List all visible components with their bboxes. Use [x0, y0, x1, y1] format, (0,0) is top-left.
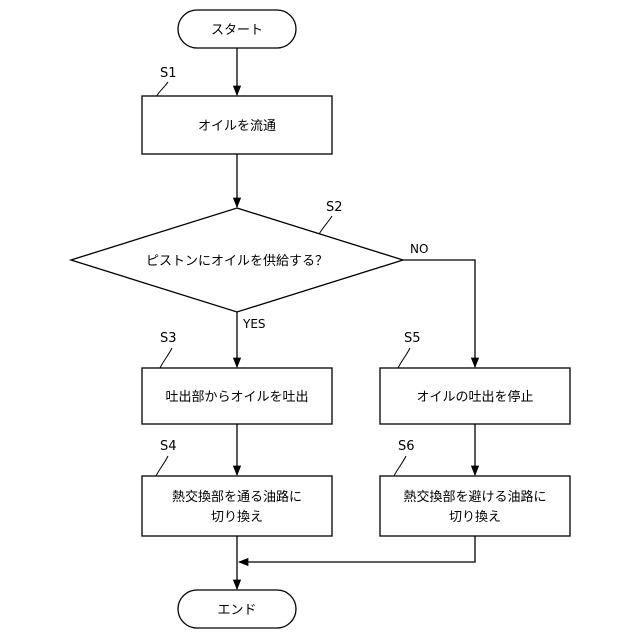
s1-step-label: S1 — [160, 66, 177, 81]
s4-step-label: S4 — [160, 439, 177, 454]
s5-process-box: オイルの吐出を停止 — [380, 368, 570, 424]
no-branch-label: NO — [410, 242, 428, 256]
s4-leader-line — [156, 456, 168, 476]
s2-decision-diamond: ピストンにオイルを供給する？ — [71, 208, 403, 312]
s2-text: ピストンにオイルを供給する？ — [146, 254, 328, 269]
end-terminal: エンド — [178, 590, 296, 628]
s6-text-line2: 切り換え — [449, 510, 501, 525]
s1-process-box: オイルを流通 — [142, 96, 332, 154]
s4-process-box: 熱交換部を通る油路に 切り換え — [142, 476, 332, 536]
s6-leader-line — [394, 456, 406, 476]
s5-leader-line — [398, 348, 410, 368]
s4-text-line2: 切り換え — [211, 510, 263, 525]
s1-leader-line — [156, 82, 168, 97]
s3-text: 吐出部からオイルを吐出 — [165, 390, 308, 405]
s6-text-line1: 熱交換部を避ける油路に — [403, 489, 546, 505]
s5-step-label: S5 — [404, 331, 421, 346]
end-label: エンド — [217, 603, 256, 618]
s5-text: オイルの吐出を停止 — [416, 389, 533, 405]
s1-text: オイルを流通 — [198, 119, 276, 134]
s3-leader-line — [160, 348, 172, 368]
s6-step-label: S6 — [398, 439, 415, 454]
yes-branch-label: YES — [242, 317, 266, 331]
connector-s6-merge — [239, 536, 475, 562]
s3-step-label: S3 — [160, 331, 177, 346]
s2-leader-line — [318, 216, 332, 236]
s4-text-line1: 熱交換部を通る油路に — [172, 489, 302, 505]
start-terminal: スタート — [178, 10, 296, 48]
start-label: スタート — [211, 23, 263, 38]
connector-s2-s5-no — [403, 260, 475, 367]
s3-process-box: 吐出部からオイルを吐出 — [142, 368, 332, 424]
s6-process-box: 熱交換部を避ける油路に 切り換え — [380, 476, 570, 536]
s2-step-label: S2 — [326, 200, 343, 215]
